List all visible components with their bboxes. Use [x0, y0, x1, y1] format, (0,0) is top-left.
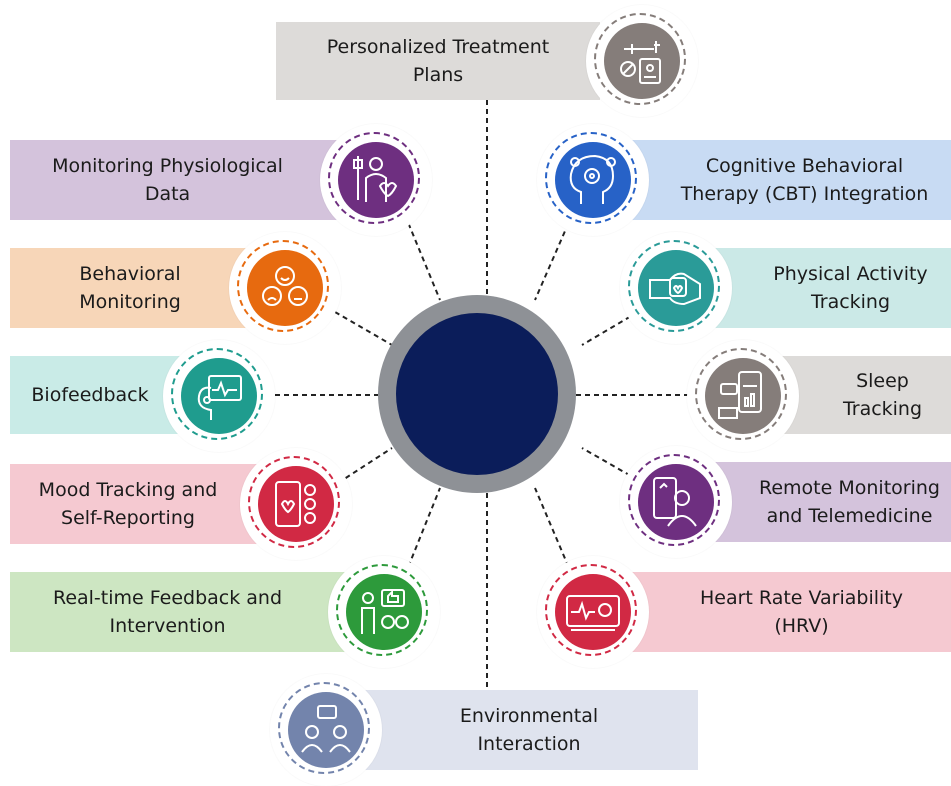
- icon-badge: [270, 674, 382, 786]
- node-label: Physical Activity Tracking: [773, 263, 928, 313]
- icon-badge: [240, 448, 352, 560]
- node-label: Real-time Feedback and Intervention: [52, 587, 283, 637]
- dashed-ring: [278, 682, 370, 774]
- node-label: Biofeedback: [31, 384, 149, 406]
- body-scan-icon: [338, 142, 414, 218]
- node-label: Heart Rate Variability (HRV): [699, 587, 904, 637]
- head-monitor-icon: [181, 358, 257, 434]
- label-box: Monitoring Physiological Data: [10, 140, 355, 220]
- label-box: Heart Rate Variability (HRV): [612, 572, 951, 652]
- node-label: Behavioral Monitoring: [79, 263, 181, 313]
- node-label: Cognitive Behavioral Therapy (CBT) Integ…: [680, 155, 929, 205]
- dashed-ring: [545, 132, 637, 224]
- label-box: Remote Monitoring and Telemedicine: [700, 462, 951, 542]
- dashed-ring: [328, 132, 420, 224]
- dashed-ring: [628, 240, 720, 332]
- heart-monitor-icon: [555, 574, 631, 650]
- node-label: Environmental Interaction: [459, 705, 599, 755]
- emotion-faces-icon: [247, 250, 323, 326]
- label-box: Physical Activity Tracking: [700, 248, 951, 328]
- node-label: Mood Tracking and Self-Reporting: [38, 479, 218, 529]
- connector-mood: [337, 447, 393, 484]
- dashed-ring: [171, 348, 263, 440]
- doctor-phone-icon: [638, 464, 714, 540]
- center-hub-core: [396, 313, 558, 475]
- node-label: Personalized Treatment Plans: [326, 36, 550, 86]
- people-chat-icon: [288, 692, 364, 768]
- label-box: Mood Tracking and Self-Reporting: [10, 464, 290, 544]
- connector-hrv: [534, 487, 573, 576]
- icon-badge: [537, 124, 649, 236]
- icon-badge: [586, 5, 698, 117]
- connector-physiological: [404, 214, 441, 301]
- sleep-app-icon: [705, 358, 781, 434]
- icon-badge: [620, 232, 732, 344]
- dashed-ring: [628, 454, 720, 546]
- label-box: Sleep Tracking: [744, 356, 951, 434]
- node-label: Remote Monitoring and Telemedicine: [759, 477, 940, 527]
- label-box: Environmental Interaction: [360, 690, 698, 770]
- connector-behavioral: [334, 311, 393, 346]
- brain-gear-icon: [555, 142, 631, 218]
- fitness-watch-icon: [638, 250, 714, 326]
- icon-badge: [163, 340, 275, 452]
- feedback-person-icon: [346, 574, 422, 650]
- node-label: Sleep Tracking: [842, 370, 923, 420]
- label-box: Real-time Feedback and Intervention: [10, 572, 355, 652]
- icon-badge: [537, 556, 649, 668]
- connector-realtime: [404, 487, 441, 576]
- icon-badge: [320, 124, 432, 236]
- dashed-ring: [336, 564, 428, 656]
- center-hub: [378, 295, 576, 493]
- label-box: Cognitive Behavioral Therapy (CBT) Integ…: [618, 140, 951, 220]
- label-box: Personalized Treatment Plans: [276, 22, 600, 100]
- dashed-ring: [594, 13, 686, 105]
- connector-cbt: [534, 214, 573, 301]
- dashed-ring: [695, 348, 787, 440]
- dashed-ring: [248, 456, 340, 548]
- dashed-ring: [545, 564, 637, 656]
- icon-badge: [687, 340, 799, 452]
- icon-badge: [229, 232, 341, 344]
- icon-badge: [328, 556, 440, 668]
- phone-heart-icon: [258, 466, 334, 542]
- dashed-ring: [237, 240, 329, 332]
- node-label: Monitoring Physiological Data: [52, 155, 283, 205]
- icon-badge: [620, 446, 732, 558]
- syringe-clipboard-icon: [604, 23, 680, 99]
